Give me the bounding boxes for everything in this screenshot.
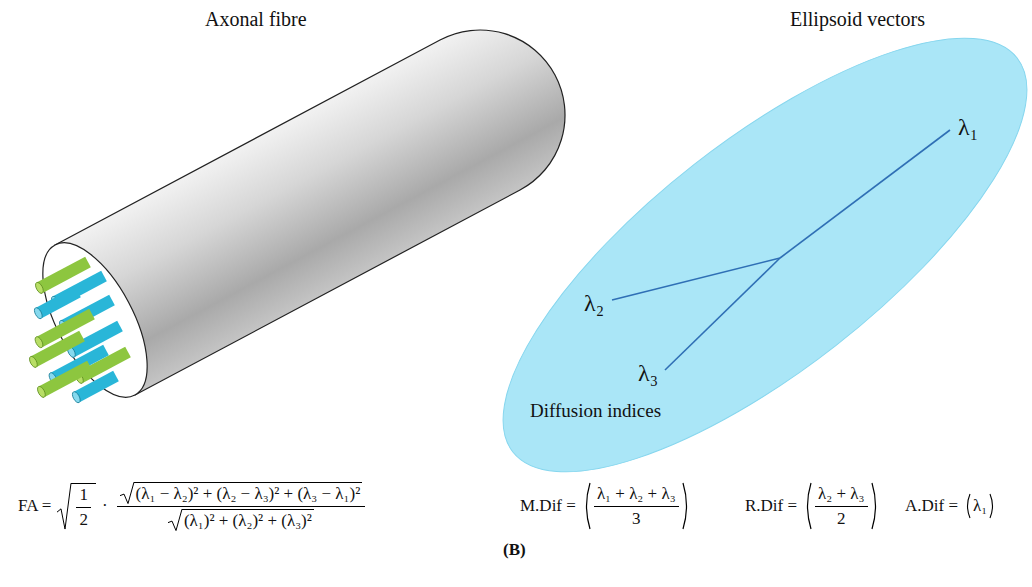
figure-heading: Axonal fibre [205, 8, 307, 31]
eigenvalue-label: λ₁ [958, 114, 978, 140]
formula-term: 2 [76, 508, 91, 530]
rd-formula: R.Dif = λ₂ + λ₃2 [745, 476, 880, 536]
ellipsoid-shape [490, 30, 1032, 500]
formula-term: M.Dif = [520, 496, 576, 516]
parenthesis [989, 493, 996, 519]
eigenvector-line [612, 258, 780, 300]
formula-term: (λ₁ − λ₂)² + (λ₂ − λ₃)² + (λ₃ − λ₁)² [136, 484, 361, 503]
square-root: 12 [57, 483, 96, 530]
square-root: (λ₁ − λ₂)² + (λ₂ − λ₃)² + (λ₃ − λ₁)² [120, 482, 363, 504]
eigenvalue-label: λ₂ [584, 290, 604, 316]
fibre-bundle [28, 262, 128, 404]
parenthesis [964, 493, 971, 519]
eigenvector-line [780, 130, 950, 258]
formula-term: FA = [18, 496, 51, 516]
formula-term: · [102, 496, 108, 516]
panel-letter: (B) [503, 540, 526, 560]
eigenvector-line [665, 258, 780, 370]
figure-heading: Ellipsoid vectors [790, 8, 925, 31]
formula-term: R.Dif = [745, 496, 797, 516]
formula-term: 2 [834, 507, 849, 529]
formula-term: λ₂ + λ₃ [815, 484, 867, 506]
tensor-ellipsoid: λ₁ λ₂ λ₃ [490, 30, 1032, 500]
square-root: (λ₁)² + (λ₂)² + (λ₃)² [168, 509, 314, 531]
formula-term: 3 [629, 507, 644, 529]
formula-term: (λ₁)² + (λ₂)² + (λ₃)² [184, 511, 312, 530]
ellipsoid-fill [442, 0, 1032, 543]
parenthesis [582, 482, 591, 530]
axon-face [22, 227, 169, 413]
parenthesis [803, 482, 812, 530]
formula-term: A.Dif = [905, 496, 958, 516]
section-label: Diffusion indices [530, 400, 661, 422]
ad-formula: A.Dif = λ₁ [905, 476, 996, 536]
formula-term: λ₁ [971, 496, 989, 516]
parenthesis [871, 482, 880, 530]
formula-term: λ₁ + λ₂ + λ₃ [594, 484, 679, 506]
parenthesis [682, 482, 691, 530]
fa-formula: FA = 12 · (λ₁ − λ₂)² + (λ₂ − λ₃)² + (λ₃ … [18, 476, 368, 536]
eigenvalue-label: λ₃ [638, 360, 658, 386]
formula-term: 1 [76, 485, 91, 507]
md-formula: M.Dif = λ₁ + λ₂ + λ₃3 [520, 476, 691, 536]
